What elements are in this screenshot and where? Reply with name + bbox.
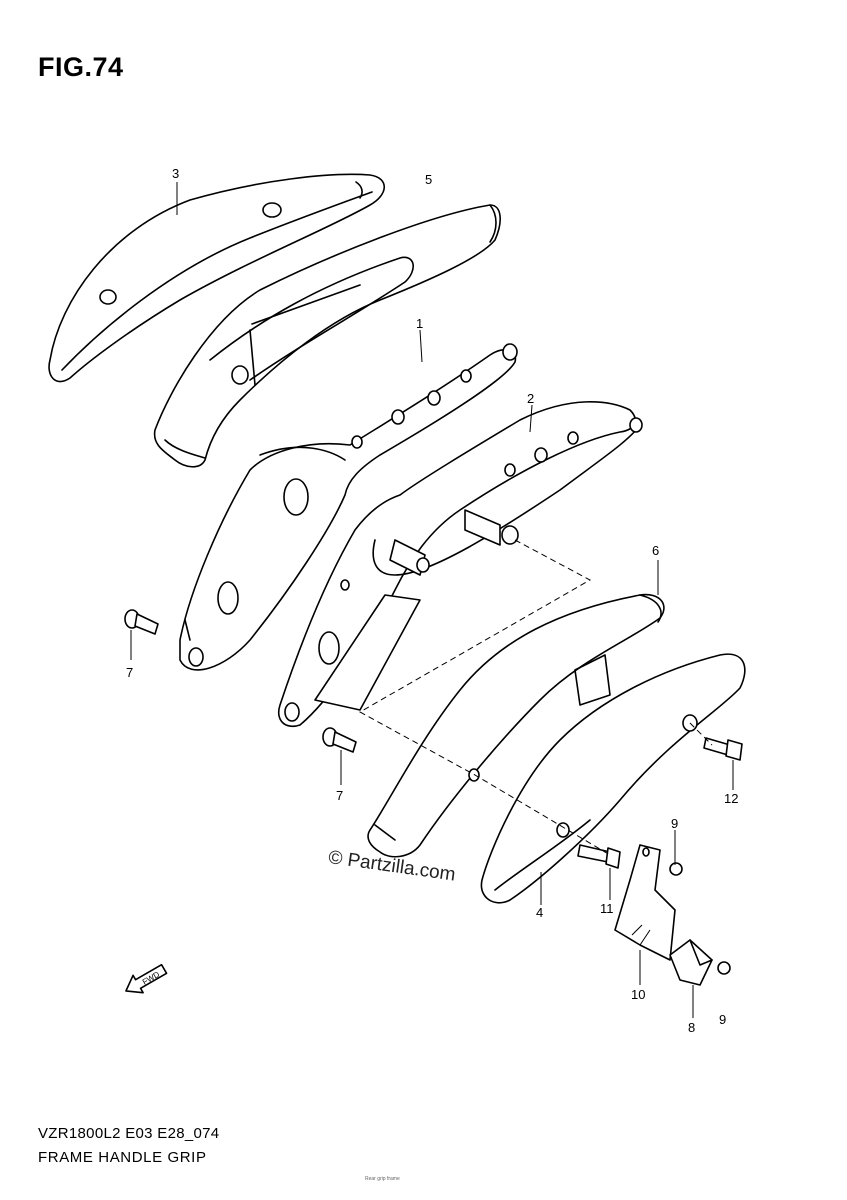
callout-9-upper: 9 [671,816,678,831]
callout-7-upper: 7 [126,665,133,680]
callout-8: 8 [688,1020,695,1035]
part-2-frame-handle-right[interactable] [278,401,643,727]
model-code: VZR1800L2 E03 E28_074 [38,1125,220,1142]
callout-4: 4 [536,905,543,920]
callout-6: 6 [652,543,659,558]
part-10-bracket[interactable] [614,844,676,961]
part-8-clamp[interactable] [669,939,713,986]
part-11-bolt[interactable] [577,844,621,869]
callout-10: 10 [631,987,645,1002]
callout-2: 2 [527,391,534,406]
fine-print: Rear grip frame [365,1176,400,1182]
part-name: FRAME HANDLE GRIP [38,1149,207,1166]
callout-11: 11 [600,901,614,916]
part-7-bolt-lower[interactable] [322,727,357,753]
part-5-frame-cover[interactable] [153,204,501,468]
part-12-bolt[interactable] [703,737,743,761]
callout-1: 1 [416,316,423,331]
part-7-bolt-upper[interactable] [124,609,159,635]
callout-5: 5 [425,172,432,187]
fwd-arrow-icon: FWD [125,963,168,994]
callout-7-lower: 7 [336,788,343,803]
callout-12: 12 [724,791,738,806]
part-1-frame-handle-left[interactable] [179,343,518,671]
part-9-screw-upper[interactable] [669,862,683,876]
callout-9-lower: 9 [719,1012,726,1027]
leader-lines [130,182,734,1018]
part-4-side-cover-outer[interactable] [480,653,746,904]
part-3-upper-cover[interactable] [48,173,386,383]
figure-title: FIG.74 [38,52,124,82]
part-6-side-cover-inner[interactable] [367,593,665,858]
part-9-screw-lower[interactable] [717,961,731,975]
callout-3: 3 [172,166,179,181]
assembly-guide-lines [358,539,713,856]
